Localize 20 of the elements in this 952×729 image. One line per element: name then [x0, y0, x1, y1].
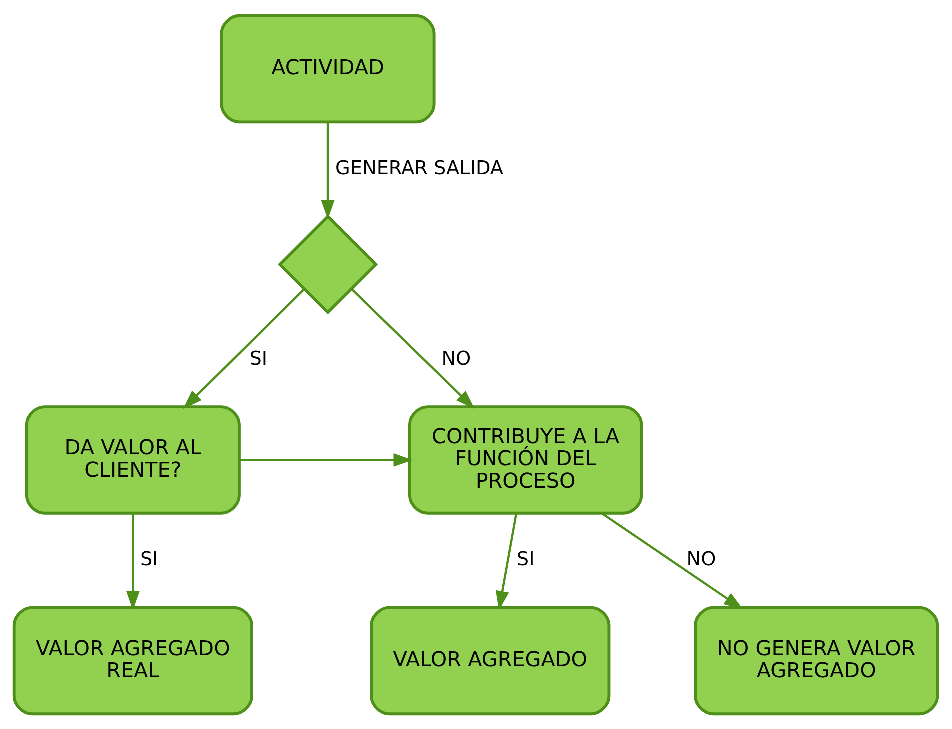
arrow: [126, 513, 140, 610]
arrow: [321, 122, 335, 220]
edge-label: SI: [250, 346, 268, 370]
arrow: [183, 288, 306, 409]
edge-label: NO: [686, 547, 716, 570]
node-diamond: [278, 214, 378, 314]
arrow: [351, 288, 475, 409]
node-box: NO GENERA VALOR AGREGADO: [694, 606, 940, 716]
arrow: [601, 512, 744, 610]
node-box: VALOR AGREGADO REAL: [12, 606, 254, 716]
edge-label: SI: [140, 547, 158, 570]
arrow: [496, 512, 518, 610]
edge-label: NO: [442, 346, 472, 370]
node-box: DA VALOR AL CLIENTE?: [25, 405, 241, 514]
node-box: CONTRIBUYE A LA FUNCIÓN DEL PROCESO: [408, 405, 644, 514]
edge-label: GENERAR SALIDA: [336, 156, 504, 179]
node-box: ACTIVIDAD: [220, 14, 436, 124]
node-box: VALOR AGREGADO: [370, 606, 611, 716]
arrow: [240, 452, 413, 466]
edge-label: SI: [516, 547, 535, 570]
